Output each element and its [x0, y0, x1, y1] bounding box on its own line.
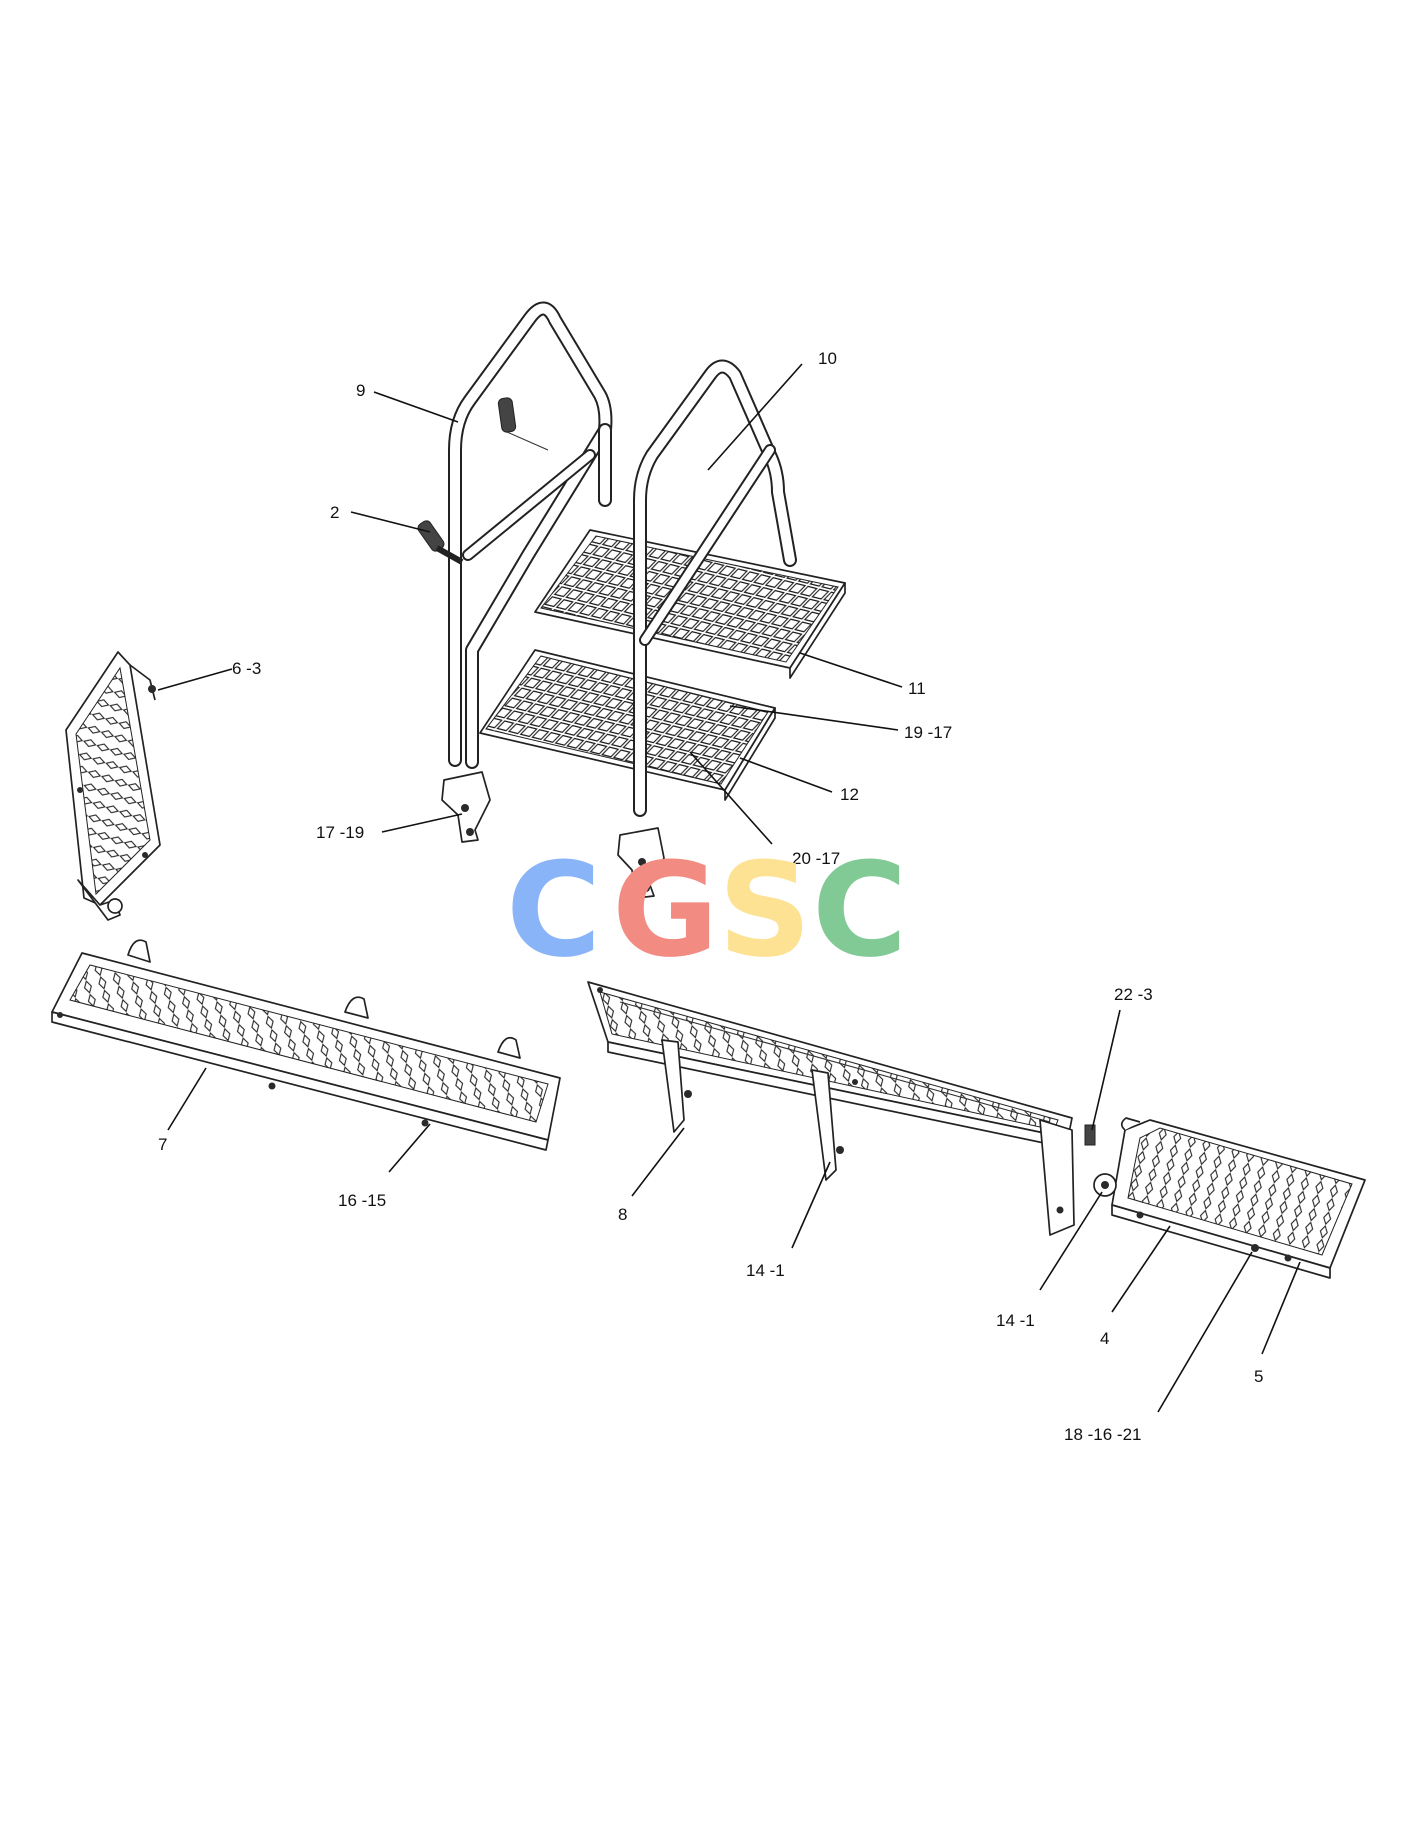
callout-6-3: 6 -3	[232, 659, 261, 678]
step-panel-part-7	[51, 939, 561, 1151]
step-8-leg-left	[661, 1039, 685, 1133]
callout-labels: 9 10 2 6 -3 11 19 -17 12 17 -19 20 -17 2…	[158, 349, 1263, 1444]
callout-20-17: 20 -17	[792, 849, 840, 868]
callout-9: 9	[356, 381, 365, 400]
callout-4: 4	[1100, 1329, 1109, 1348]
watermark-letter-g: G	[612, 834, 719, 986]
callout-14-1-hinge: 14 -1	[996, 1311, 1035, 1330]
callout-11: 11	[908, 679, 926, 698]
callout-10: 10	[818, 349, 837, 368]
bolt-part-22	[1084, 1124, 1096, 1146]
step-8-leg-mid	[811, 1069, 837, 1181]
step-panel-part-8	[587, 981, 1075, 1236]
watermark-letter-c1: C	[506, 834, 601, 986]
callout-2: 2	[330, 503, 339, 522]
cgsc-watermark-logo: C G S C	[506, 834, 907, 986]
callout-18-16-21: 18 -16 -21	[1064, 1425, 1142, 1444]
side-step-panel	[65, 651, 161, 921]
callout-8: 8	[618, 1205, 627, 1224]
small-step-assembly	[1084, 1117, 1366, 1279]
platform-assembly	[417, 301, 846, 899]
callout-17-19: 17 -19	[316, 823, 364, 842]
callout-5: 5	[1254, 1367, 1263, 1386]
callout-16-15: 16 -15	[338, 1191, 386, 1210]
callout-7: 7	[158, 1135, 167, 1154]
callout-12: 12	[840, 785, 859, 804]
lower-grating-pattern	[485, 655, 769, 785]
watermark-letter-s: S	[718, 834, 812, 986]
callout-19-17: 19 -17	[904, 723, 952, 742]
leader-lines	[157, 363, 1301, 1413]
grab-handle-part-2-upper	[497, 397, 517, 433]
callout-22-3: 22 -3	[1114, 985, 1153, 1004]
watermark-letter-c2: C	[812, 834, 907, 986]
callout-14-1-step8: 14 -1	[746, 1261, 785, 1280]
step-8-leg-right	[1039, 1119, 1075, 1236]
upper-grating-pattern	[540, 535, 839, 663]
